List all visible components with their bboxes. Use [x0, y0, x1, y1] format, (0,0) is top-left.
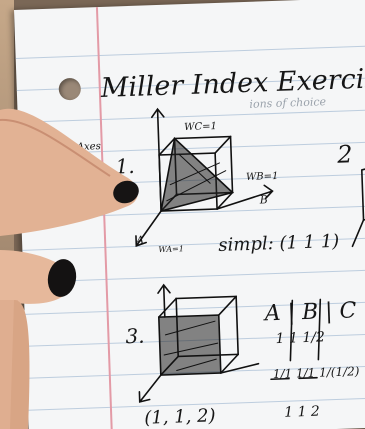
background-wall [0, 0, 14, 429]
problem2-axis [351, 219, 365, 248]
problem3-table-lines [289, 298, 322, 362]
problem2-cube-partial [360, 164, 365, 221]
problem1-cube [135, 107, 274, 247]
problem3-fraction-bars [270, 376, 318, 381]
problem3-cube [138, 283, 260, 403]
sketches [135, 107, 365, 403]
notebook-page: Miller Index Exercise ions of choice Axe… [14, 0, 365, 429]
